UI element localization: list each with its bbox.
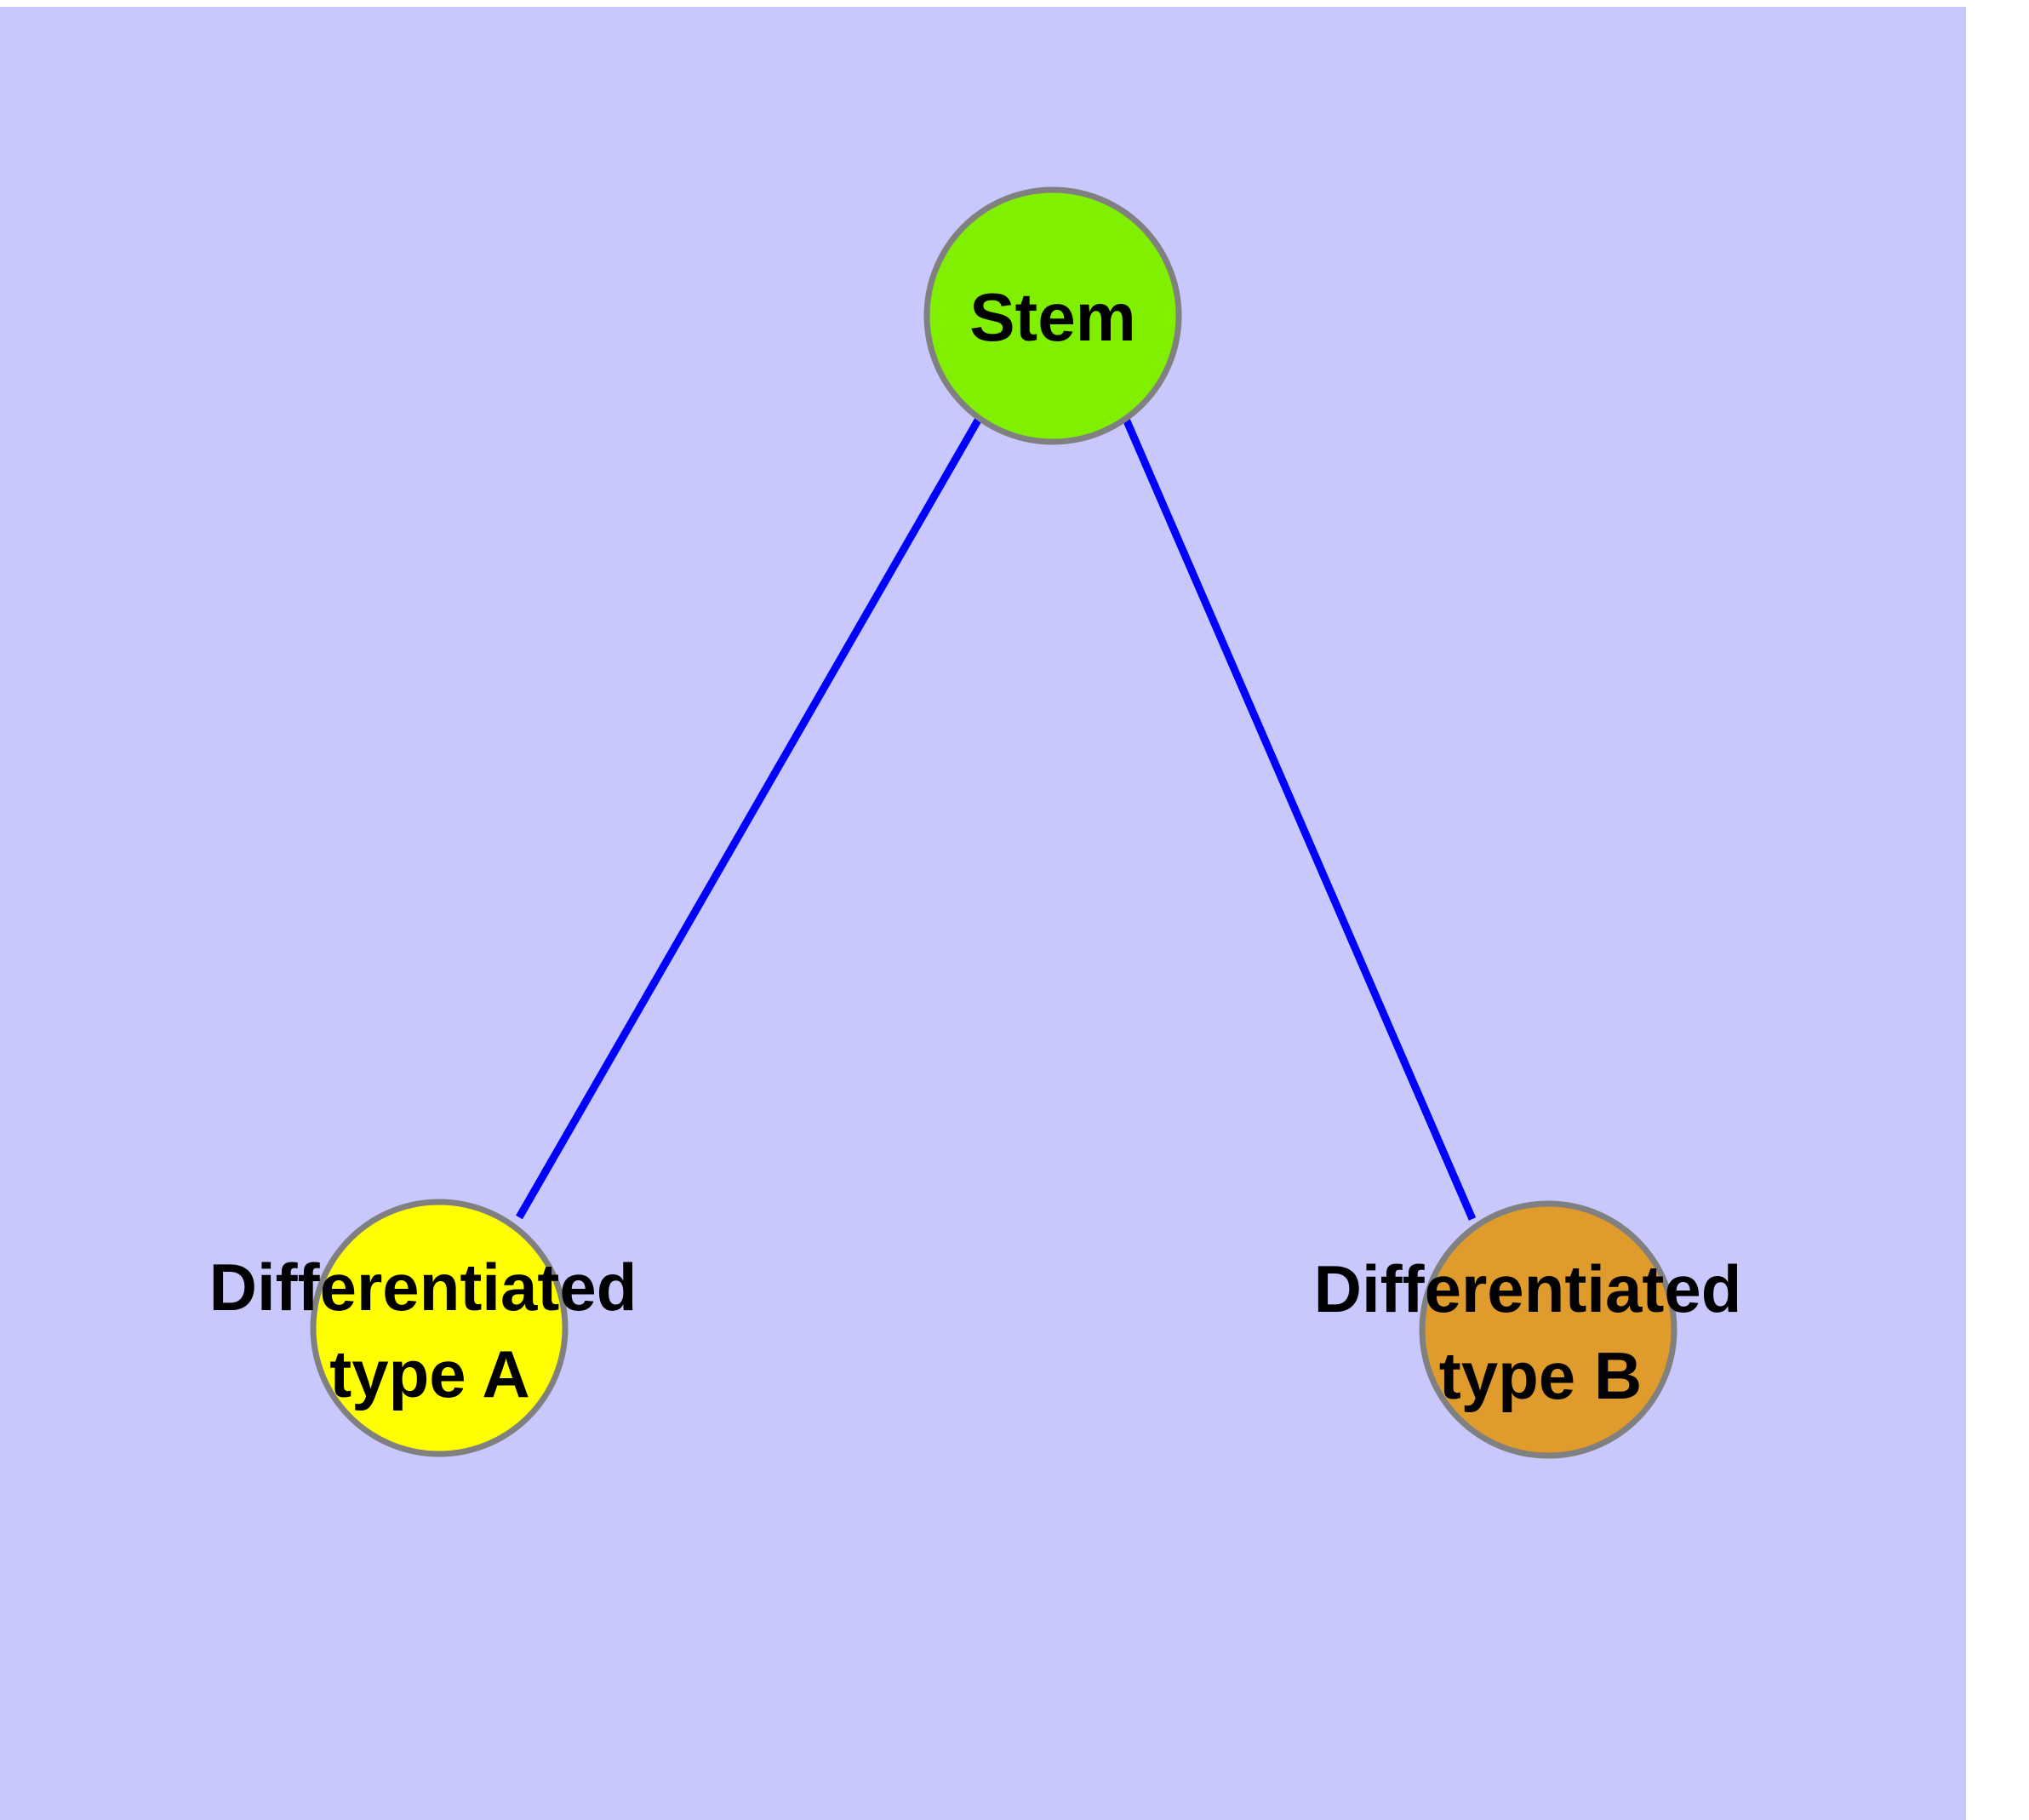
node-differentiated-type-a-circle[interactable] <box>310 1199 569 1457</box>
edge-stem-to-differentiated-type-a[interactable] <box>516 416 982 1220</box>
node-differentiated-type-a[interactable] <box>310 1199 569 1457</box>
node-differentiated-type-a-label-line1: Differentiated <box>209 1250 637 1325</box>
node-stem-label: Stem <box>969 279 1136 355</box>
node-differentiated-type-b-circle[interactable] <box>1419 1200 1677 1459</box>
node-differentiated-type-b-label-line2: type B <box>1439 1338 1642 1413</box>
node-stem[interactable] <box>923 186 1182 445</box>
node-label-group: Stem Differentiated type A Differentiate… <box>209 279 1742 1413</box>
edge-group <box>516 415 1477 1221</box>
node-differentiated-type-b-label-line1: Differentiated <box>1314 1251 1742 1326</box>
edge-stem-to-differentiated-type-b[interactable] <box>1121 415 1477 1221</box>
node-differentiated-type-a-label-line2: type A <box>329 1336 530 1411</box>
node-stem-circle[interactable] <box>923 186 1182 445</box>
node-group <box>310 186 1677 1459</box>
node-differentiated-type-b[interactable] <box>1419 1200 1677 1459</box>
